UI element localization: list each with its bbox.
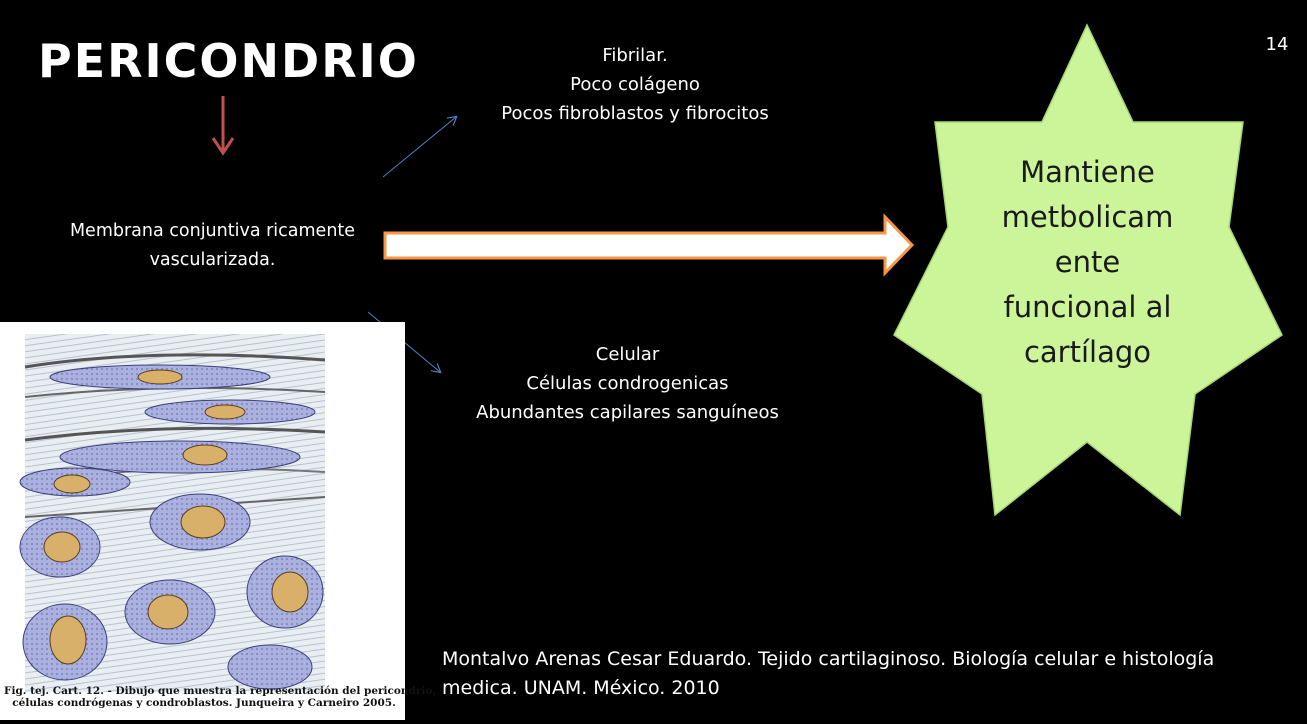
star-shape [893,23,1283,517]
celular-line: Células condrogenicas [526,373,729,394]
slide-title: Pericondrio [38,34,419,88]
citation-line: medica. UNAM. México. 2010 [442,677,720,699]
figure-caption: Fig. tej. Cart. 12. - Dibujo que muestra… [4,685,437,709]
star-line: metbolicam [1001,200,1174,234]
fibrilar-line: Fibrilar. [602,45,668,66]
star-line: Mantiene [1020,155,1155,189]
histology-figure [0,322,405,720]
citation-text: Montalvo Arenas Cesar Eduardo. Tejido ca… [442,645,1262,703]
fibrilar-text: Fibrilar. Poco colágeno Pocos fibroblast… [470,41,800,128]
star-line: ente [1054,245,1121,279]
fibrilar-line: Pocos fibroblastos y fibrocitos [501,103,769,124]
celular-line: Abundantes capilares sanguíneos [476,402,779,423]
star-line: cartílago [1023,335,1152,369]
caption-line: células condrógenas y condroblastos. Jun… [12,697,396,709]
block-arrow [383,213,915,277]
slide-number: 14 [1265,34,1289,55]
down-arrow [211,96,235,156]
arrow-to-fibrilar [382,117,456,178]
star-text: Mantiene metbolicam ente funcional al ca… [960,150,1215,375]
membrana-line: Membrana conjuntiva ricamente [69,221,356,241]
star-polygon [893,23,1283,517]
caption-line: Fig. tej. Cart. 12. - Dibujo que muestra… [4,685,437,697]
star-line: funcional al [1003,290,1172,324]
membrana-text: Membrana conjuntiva ricamente vasculariz… [40,217,385,275]
citation-line: Montalvo Arenas Cesar Eduardo. Tejido ca… [442,648,1215,670]
celular-text: Celular Células condrogenicas Abundantes… [450,340,805,427]
fibrilar-line: Poco colágeno [570,74,700,95]
histology-illustration [19,334,326,692]
celular-line: Celular [595,344,660,365]
membrana-line: vascularizada. [149,250,276,270]
